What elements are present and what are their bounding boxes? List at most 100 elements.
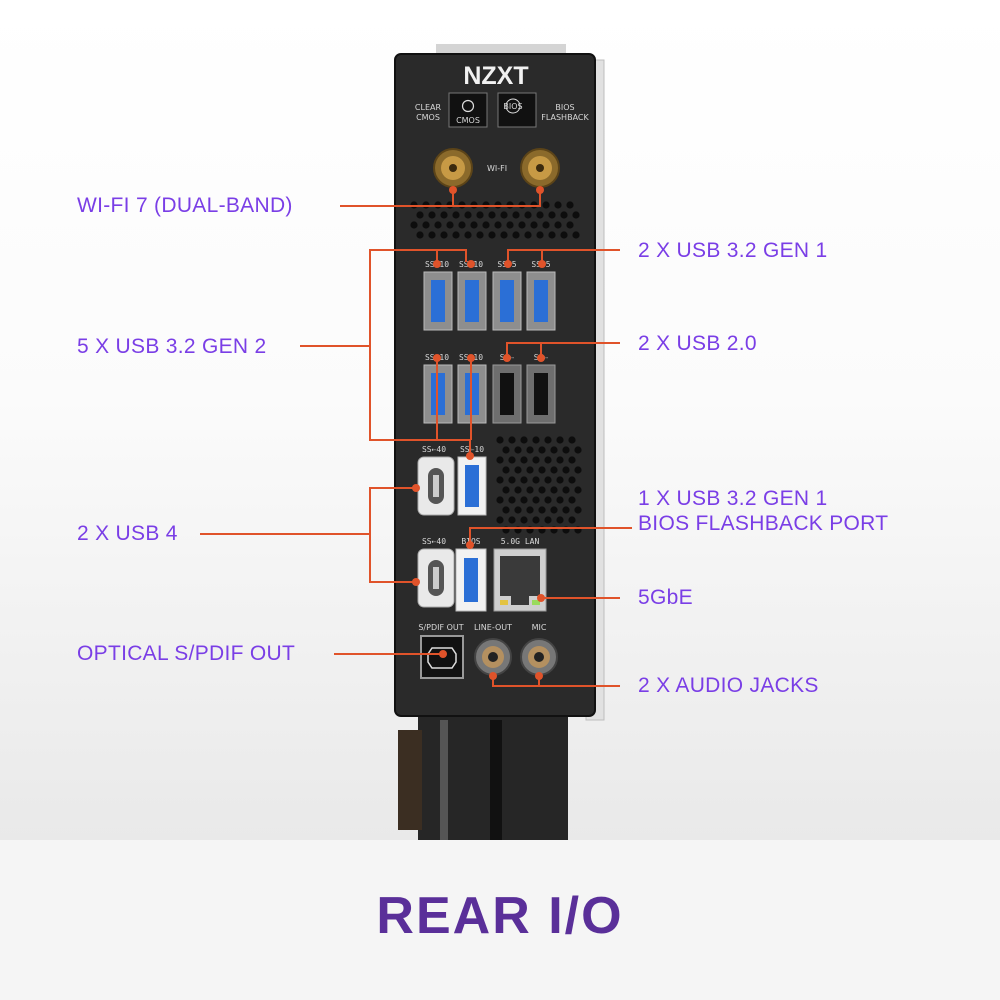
vent-hole bbox=[548, 231, 556, 239]
vent-hole bbox=[542, 221, 550, 229]
wifi-antenna-connector-right[interactable] bbox=[520, 148, 560, 188]
vent-hole bbox=[446, 221, 454, 229]
callout-bios-flashback-line2: BIOS FLASHBACK PORT bbox=[638, 512, 889, 535]
footer-band bbox=[0, 840, 1000, 1000]
usb-a-port-1[interactable] bbox=[423, 271, 453, 331]
vent-hole bbox=[496, 476, 504, 484]
vent-hole bbox=[520, 476, 528, 484]
vent-hole bbox=[568, 436, 576, 444]
spdif-silkscreen: S/PDIF OUT bbox=[418, 623, 463, 632]
vent-hole bbox=[566, 201, 574, 209]
vent-hole bbox=[526, 446, 534, 454]
vent-hole bbox=[508, 476, 516, 484]
vent-hole bbox=[560, 211, 568, 219]
usb-a-port-3[interactable] bbox=[492, 271, 522, 331]
vent-hole bbox=[514, 466, 522, 474]
vent-hole bbox=[538, 446, 546, 454]
bios-flashback-usb-port[interactable] bbox=[455, 548, 487, 612]
vent-hole bbox=[512, 231, 520, 239]
vent-hole bbox=[544, 436, 552, 444]
vent-hole bbox=[574, 466, 582, 474]
svg-text:BIOS: BIOS bbox=[503, 102, 522, 111]
vent-hole bbox=[542, 201, 550, 209]
vent-hole bbox=[556, 456, 564, 464]
footer-title: REAR I/O bbox=[376, 887, 624, 945]
vent-hole bbox=[508, 496, 516, 504]
vent-hole bbox=[532, 436, 540, 444]
wifi-antenna-connector-left[interactable] bbox=[433, 148, 473, 188]
vent-hole bbox=[422, 221, 430, 229]
board-lower-slot bbox=[490, 720, 502, 840]
vent-hole bbox=[508, 516, 516, 524]
vent-hole bbox=[508, 436, 516, 444]
line-out-jack[interactable] bbox=[474, 638, 512, 676]
vent-hole bbox=[518, 221, 526, 229]
vent-hole bbox=[514, 486, 522, 494]
vent-hole bbox=[496, 456, 504, 464]
vent-hole bbox=[520, 456, 528, 464]
vent-hole bbox=[550, 466, 558, 474]
vent-hole bbox=[556, 516, 564, 524]
vent-hole bbox=[502, 506, 510, 514]
usb-2-port-2[interactable] bbox=[526, 364, 556, 424]
usb-a-port-4[interactable] bbox=[526, 271, 556, 331]
svg-text:CMOS: CMOS bbox=[456, 116, 480, 125]
vent-hole bbox=[416, 231, 424, 239]
vent-grid-lower bbox=[496, 436, 582, 534]
vent-hole bbox=[562, 486, 570, 494]
vent-hole bbox=[520, 436, 528, 444]
vent-hole bbox=[532, 456, 540, 464]
vent-hole bbox=[488, 211, 496, 219]
vent-hole bbox=[508, 456, 516, 464]
usb-a-port-7[interactable] bbox=[457, 456, 487, 516]
mic-jack[interactable] bbox=[520, 638, 558, 676]
lan-port[interactable] bbox=[493, 548, 547, 612]
vent-hole bbox=[568, 496, 576, 504]
vent-hole bbox=[550, 506, 558, 514]
board-lower-slot2 bbox=[440, 720, 448, 840]
vent-hole bbox=[502, 446, 510, 454]
leader-lines bbox=[200, 190, 632, 687]
clear-cmos-button[interactable]: CMOS bbox=[448, 92, 488, 128]
callout-usb4: 2 X USB 4 bbox=[77, 522, 178, 545]
vent-hole bbox=[536, 231, 544, 239]
callout-optical-spdif: OPTICAL S/PDIF OUT bbox=[77, 642, 296, 665]
vent-hole bbox=[416, 211, 424, 219]
vent-hole bbox=[544, 496, 552, 504]
usb4-port-2[interactable] bbox=[417, 548, 455, 608]
vent-hole bbox=[502, 486, 510, 494]
vent-hole bbox=[538, 486, 546, 494]
vent-hole bbox=[502, 466, 510, 474]
usb-a-port-2[interactable] bbox=[457, 271, 487, 331]
usb4-port-1[interactable] bbox=[417, 456, 455, 516]
vent-hole bbox=[566, 221, 574, 229]
vent-hole bbox=[544, 476, 552, 484]
vent-hole bbox=[512, 211, 520, 219]
vent-hole bbox=[440, 231, 448, 239]
vent-hole bbox=[514, 446, 522, 454]
callout-usb32-gen2: 5 X USB 3.2 GEN 2 bbox=[77, 335, 267, 358]
vent-hole bbox=[526, 486, 534, 494]
callout-wifi7: WI-FI 7 (DUAL-BAND) bbox=[77, 194, 293, 217]
vent-hole bbox=[476, 211, 484, 219]
mic-silkscreen: MIC bbox=[532, 623, 547, 632]
vent-hole bbox=[562, 446, 570, 454]
bios-flashback-button[interactable]: BIOS bbox=[497, 92, 537, 128]
usb-2-port-1[interactable] bbox=[492, 364, 522, 424]
svg-text:SS⇠40: SS⇠40 bbox=[422, 445, 446, 454]
brand-logo: NZXT bbox=[463, 62, 528, 90]
board-lower-chip bbox=[398, 730, 422, 830]
vent-hole bbox=[520, 496, 528, 504]
vent-hole bbox=[506, 221, 514, 229]
lan-silkscreen: 5.0G LAN bbox=[501, 537, 540, 546]
vent-hole bbox=[544, 516, 552, 524]
vent-hole bbox=[574, 486, 582, 494]
vent-hole bbox=[568, 476, 576, 484]
callout-bios-flashback-line1: 1 X USB 3.2 GEN 1 bbox=[638, 487, 828, 510]
vent-hole bbox=[538, 506, 546, 514]
callout-audio-jacks: 2 X AUDIO JACKS bbox=[638, 674, 819, 697]
vent-hole bbox=[494, 221, 502, 229]
